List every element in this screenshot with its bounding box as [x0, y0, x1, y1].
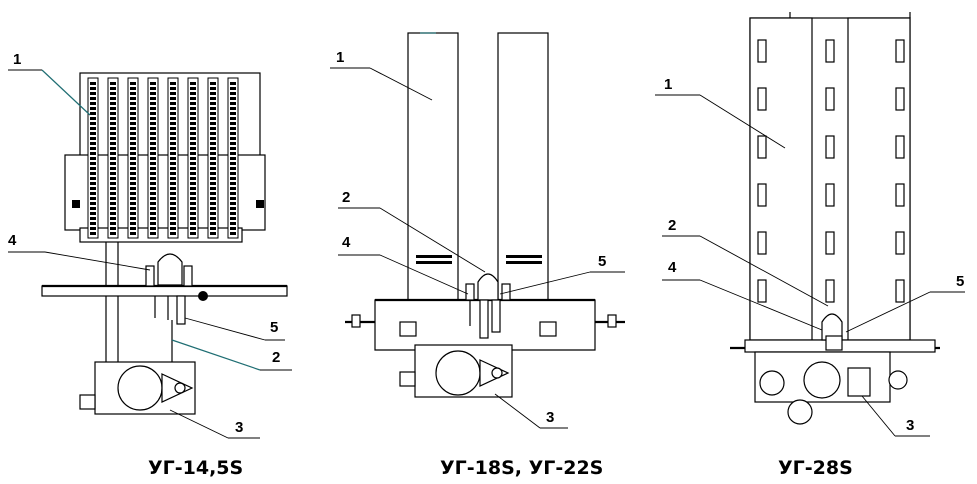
callout-5: 5 — [956, 273, 964, 290]
callout-2: 2 — [668, 217, 676, 234]
callout-1: 1 — [664, 76, 672, 93]
callout-4: 4 — [342, 234, 351, 251]
fin-columns — [87, 77, 239, 239]
unit-ug145: 1 4 5 2 3 УГ-14,5S — [8, 51, 292, 479]
mounting-plate — [41, 285, 288, 297]
callout-1: 1 — [13, 51, 21, 68]
callout-4: 4 — [668, 259, 677, 276]
callout-5: 5 — [598, 253, 606, 270]
model-caption: УГ-18S, УГ-22S — [440, 457, 603, 479]
unit-ug18: 1 2 4 5 3 УГ-18S, УГ-22S — [330, 32, 625, 479]
exchanger-tube-left — [407, 32, 459, 301]
model-caption: УГ-28S — [778, 457, 853, 479]
model-caption: УГ-14,5S — [148, 457, 243, 479]
callout-5: 5 — [270, 319, 278, 336]
callout-1: 1 — [336, 49, 344, 66]
exchanger-base — [79, 227, 243, 243]
callout-4: 4 — [8, 232, 17, 249]
callout-2: 2 — [272, 349, 280, 366]
callout-3: 3 — [906, 417, 914, 434]
pilot-burner — [157, 253, 183, 286]
side-slots — [757, 39, 905, 303]
unit-ug28: 1 2 4 5 3 УГ-28S — [655, 12, 965, 479]
exchanger-tube-right — [497, 32, 549, 301]
callout-2: 2 — [342, 189, 350, 206]
callout-3: 3 — [235, 419, 243, 436]
callout-3: 3 — [546, 409, 554, 426]
pilot-burner — [477, 273, 499, 301]
